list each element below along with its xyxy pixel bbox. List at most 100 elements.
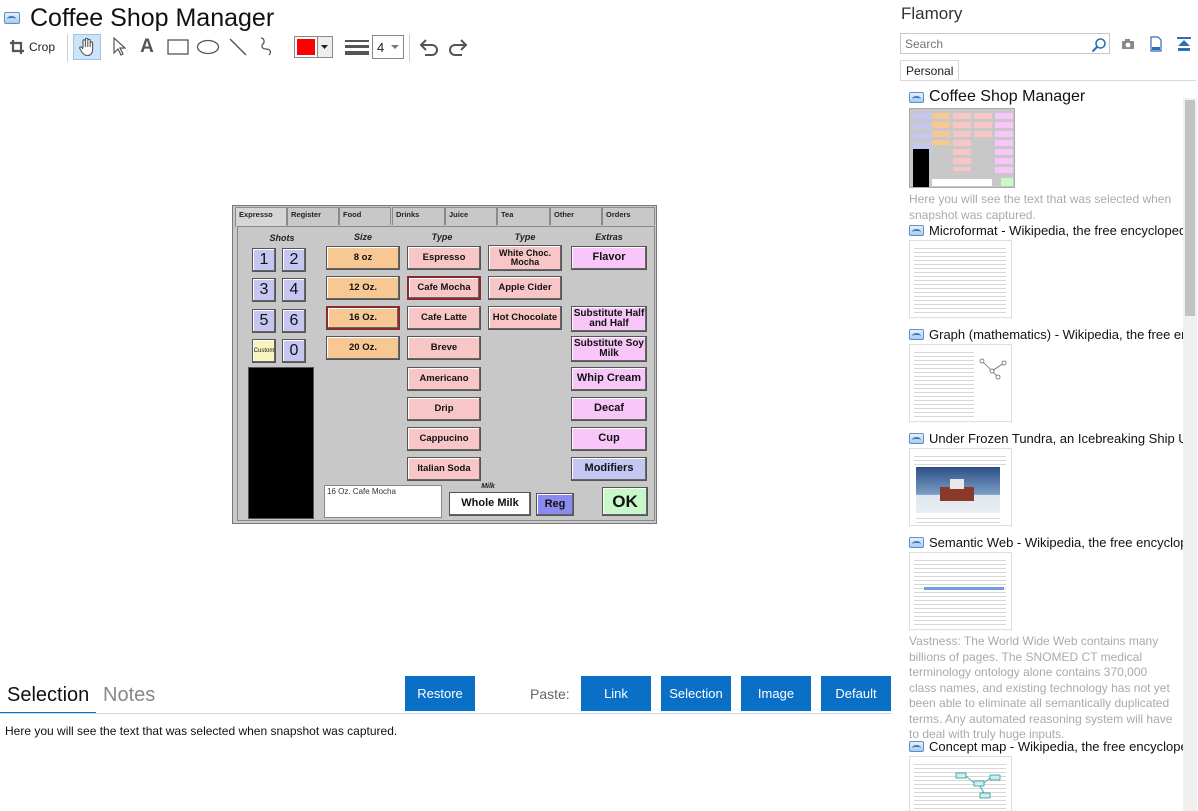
shot-button-4: 4	[282, 278, 306, 302]
text-tool-button[interactable]: A	[136, 34, 158, 60]
app-icon	[909, 91, 924, 103]
shots-display	[248, 367, 314, 519]
shot-button-5: 5	[252, 309, 276, 333]
color-picker[interactable]	[292, 34, 334, 60]
text-a-icon: A	[140, 36, 154, 57]
flamory-scrollbar[interactable]	[1183, 98, 1197, 811]
paste-label: Paste:	[530, 686, 570, 702]
type-button-apple-cider: Apple Cider	[488, 276, 562, 300]
list-item[interactable]: Graph (mathematics) - Wikipedia, the fre…	[909, 326, 1189, 422]
freehand-icon	[258, 36, 278, 58]
extra-button-cup: Cup	[571, 427, 647, 451]
snapshot-tab-expresso: Expresso	[235, 207, 287, 227]
freehand-tool-button[interactable]	[256, 34, 280, 60]
type-button-hot-chocolate: Hot Chocolate	[488, 306, 562, 330]
list-item-title: Under Frozen Tundra, an Icebreaking Ship…	[929, 430, 1189, 446]
list-item-title: Graph (mathematics) - Wikipedia, the fre…	[929, 326, 1189, 342]
redo-button[interactable]	[446, 34, 472, 60]
snapshot-tab-orders: Orders	[602, 207, 655, 225]
extra-button-substitute-soy-milk: Substitute Soy Milk	[571, 336, 647, 362]
order-text-box: 16 Oz. Cafe Mocha	[324, 485, 442, 518]
snapshot-thumbnail	[909, 240, 1012, 318]
snapshot-tab-juice: Juice	[445, 207, 497, 225]
scrollbar-thumb[interactable]	[1185, 100, 1195, 316]
type-button-espresso: Espresso	[407, 246, 481, 270]
list-item[interactable]: Semantic Web - Wikipedia, the free encyc…	[909, 534, 1189, 743]
tab-notes[interactable]: Notes	[103, 684, 156, 706]
tab-selection[interactable]: Selection	[7, 684, 90, 706]
type-header: Type	[431, 232, 453, 242]
extra-button-modifiers: Modifiers	[571, 457, 647, 481]
snapshot-panel: Shots Size Type Type Extras 1 2 3 4 5 6 …	[237, 226, 655, 521]
type-button-drip: Drip	[407, 397, 481, 421]
extra-button-substitute-half-and-half: Substitute Half and Half	[571, 306, 647, 332]
shot-button-custom: Custom	[252, 339, 276, 363]
redo-icon	[448, 38, 470, 56]
restore-button[interactable]: Restore	[405, 676, 475, 711]
hand-tool-button[interactable]	[73, 34, 101, 60]
app-icon	[4, 12, 20, 24]
snapshot-image[interactable]: Expresso Register Food Drinks Juice Tea …	[232, 205, 657, 524]
undo-button[interactable]	[415, 34, 441, 60]
line-width-select[interactable]: 4	[372, 35, 404, 59]
flamory-title: Flamory	[901, 4, 963, 23]
extra-button-whip-cream: Whip Cream	[571, 367, 647, 391]
paste-image-button[interactable]: Image	[741, 676, 811, 711]
window-title-bar: Coffee Shop Manager	[4, 2, 274, 34]
list-item-title: Concept map - Wikipedia, the free encycl…	[929, 738, 1189, 754]
crop-button[interactable]: Crop	[6, 34, 58, 60]
list-item[interactable]: Concept map - Wikipedia, the free encycl…	[909, 738, 1189, 811]
line-icon	[228, 37, 248, 57]
list-item[interactable]: Microformat - Wikipedia, the free encycl…	[909, 222, 1189, 318]
type-button-breve: Breve	[407, 336, 481, 360]
ellipse-icon	[196, 39, 220, 55]
shot-button-3: 3	[252, 278, 276, 302]
arrow-pointer-icon	[112, 37, 126, 57]
undo-icon	[417, 38, 439, 56]
snapshot-thumbnail	[909, 448, 1012, 526]
size-button-12oz: 12 Oz.	[326, 276, 400, 300]
collapse-top-icon[interactable]	[1174, 34, 1194, 54]
window-title: Coffee Shop Manager	[30, 3, 275, 32]
document-icon[interactable]	[1146, 34, 1166, 54]
bottom-tab-bar: Selection Notes	[0, 682, 892, 714]
line-tool-button[interactable]	[226, 34, 250, 60]
search-icon[interactable]	[1089, 35, 1109, 55]
ok-button: OK	[602, 487, 648, 516]
tab-personal[interactable]: Personal	[900, 60, 960, 81]
milk-header: Milk	[481, 483, 495, 490]
list-item[interactable]: Under Frozen Tundra, an Icebreaking Ship…	[909, 430, 1189, 526]
app-icon	[909, 224, 924, 236]
selection-text: Here you will see the text that was sele…	[5, 724, 398, 738]
paste-link-button[interactable]: Link	[581, 676, 651, 711]
flamory-search-input[interactable]	[900, 33, 1110, 54]
dropdown-arrow-icon	[317, 36, 333, 58]
snapshot-tab-tea: Tea	[497, 207, 550, 225]
rectangle-tool-button[interactable]	[165, 34, 191, 60]
camera-icon[interactable]	[1118, 34, 1138, 54]
list-item[interactable]: Coffee Shop Manager Here you will see th…	[909, 88, 1189, 223]
select-tool-button[interactable]	[107, 34, 131, 60]
flamory-snapshot-list: Coffee Shop Manager Here you will see th…	[900, 82, 1198, 811]
snapshot-tab-food: Food	[339, 207, 391, 225]
app-icon	[909, 536, 924, 548]
snapshot-tab-row: Expresso Register Food Drinks Juice Tea …	[235, 207, 655, 227]
crop-label: Crop	[28, 40, 55, 54]
snapshot-thumbnail	[909, 108, 1015, 188]
list-item-description: Here you will see the text that was sele…	[909, 192, 1172, 222]
toolbar: Crop A 4	[0, 32, 490, 62]
paste-default-button[interactable]: Default	[821, 676, 891, 711]
snapshot-tab-register: Register	[287, 207, 339, 225]
line-width-icon	[344, 34, 370, 60]
whole-milk-button: Whole Milk	[449, 492, 531, 516]
shots-header: Shots	[269, 233, 295, 243]
shot-button-1: 1	[252, 248, 276, 272]
hand-icon	[78, 37, 96, 57]
extras-header: Extras	[595, 232, 623, 242]
chevron-down-icon	[391, 45, 399, 49]
snapshot-thumbnail	[909, 756, 1012, 811]
size-button-8oz: 8 oz	[326, 246, 400, 270]
ellipse-tool-button[interactable]	[195, 34, 221, 60]
extra-button-decaf: Decaf	[571, 397, 647, 421]
paste-selection-button[interactable]: Selection	[661, 676, 731, 711]
